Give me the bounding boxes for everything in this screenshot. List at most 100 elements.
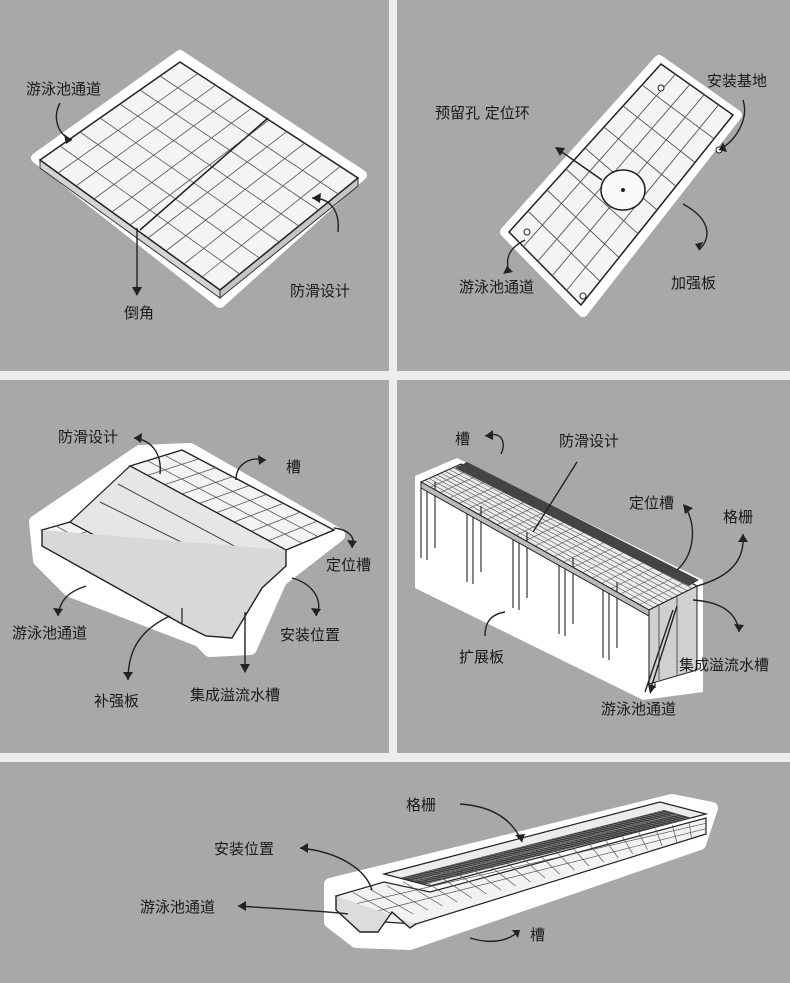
grid-line xyxy=(181,476,233,495)
grid-line xyxy=(183,154,323,265)
grid-line xyxy=(688,821,692,839)
label-anti-slip: 防滑设计 xyxy=(58,428,119,446)
label-locating-groove: 定位槽 xyxy=(326,556,372,574)
grid-line xyxy=(403,881,443,907)
label-overflow-trough: 集成溢流水槽 xyxy=(190,686,281,704)
grid-line xyxy=(641,815,670,824)
grid-line xyxy=(448,865,475,873)
grid-line xyxy=(430,869,458,877)
grid-line xyxy=(461,861,489,869)
grid-line xyxy=(523,846,551,854)
grid-line xyxy=(477,494,521,515)
label-pool-channel: 游泳池通道 xyxy=(459,278,535,296)
grid-line xyxy=(435,868,462,876)
grid-line xyxy=(201,166,341,278)
grid-line xyxy=(655,828,663,847)
grid-line xyxy=(523,73,676,247)
grid-line xyxy=(606,824,635,833)
grid-line xyxy=(537,853,560,875)
grid-line xyxy=(536,842,564,851)
label-mount-base: 安装基地 xyxy=(707,72,768,90)
panel-trough-profile: 防滑设计 槽 定位槽 游泳池通道 安装位置 补强板 集成溢流水槽 xyxy=(0,380,389,753)
grid-line xyxy=(147,458,200,476)
grid-line xyxy=(525,519,570,541)
label-expansion-plate: 扩展板 xyxy=(459,648,505,666)
grid-line xyxy=(553,534,599,557)
grid-line xyxy=(479,857,506,865)
grid-line xyxy=(251,511,301,532)
grid-line xyxy=(487,855,515,863)
label-locating-groove: 定位槽 xyxy=(629,494,675,512)
grid-line xyxy=(603,126,677,187)
trough-profile-illustration xyxy=(29,433,357,681)
label-install-position: 安装位置 xyxy=(214,840,275,858)
grid-line xyxy=(601,560,648,584)
label-anti-slip: 防滑设计 xyxy=(290,282,351,300)
grid-line xyxy=(443,866,471,874)
grid-line xyxy=(147,131,288,239)
grid-line xyxy=(518,847,546,855)
label-pool-channel: 游泳池通道 xyxy=(12,624,88,642)
grid-line xyxy=(492,853,520,862)
grid-line xyxy=(453,870,487,895)
grid-line xyxy=(496,504,540,525)
panel-grating-with-hole: 预留孔 定位环 安装基地 游泳池通道 加强板 xyxy=(397,0,790,371)
grid-line xyxy=(650,813,679,822)
grid-line xyxy=(638,832,648,851)
grid-line xyxy=(562,835,591,844)
panel-flat-grating: 游泳池通道 防滑设计 倒角 xyxy=(0,0,389,371)
grid-line xyxy=(549,839,577,847)
grid-line xyxy=(75,84,216,187)
grid-line xyxy=(546,189,620,258)
grid-line xyxy=(659,810,688,820)
installed-overflow-illustration xyxy=(415,430,748,700)
grid-line xyxy=(527,844,555,853)
grid-line xyxy=(587,842,604,863)
grid-line xyxy=(622,105,696,163)
label-anti-slip: 防滑设计 xyxy=(559,432,620,450)
grid-line xyxy=(567,834,595,843)
grid-line xyxy=(597,826,626,835)
grid-line xyxy=(544,529,589,552)
grid-line xyxy=(503,860,531,883)
panel-installed-overflow: 槽 防滑设计 定位槽 格栅 扩展板 集成溢流水槽 游泳池通道 xyxy=(397,380,790,753)
grid-line xyxy=(496,852,524,861)
grid-line xyxy=(615,822,644,831)
grid-line xyxy=(452,864,480,872)
grid-line xyxy=(527,210,601,282)
grid-line xyxy=(421,872,449,879)
grid-line xyxy=(646,814,675,823)
grid-line xyxy=(628,818,657,828)
grid-line xyxy=(589,829,617,837)
grid-line xyxy=(520,856,546,879)
grid-line xyxy=(147,460,303,544)
grid-line xyxy=(629,575,678,600)
grid-line xyxy=(602,825,630,834)
label-reinforcement: 加强板 xyxy=(671,274,717,292)
grid-line xyxy=(199,485,250,504)
grid-line xyxy=(624,819,653,829)
grating-with-hole-illustration xyxy=(500,55,746,317)
grid-line xyxy=(164,467,216,486)
label-grating: 格栅 xyxy=(723,508,754,526)
label-groove: 槽 xyxy=(286,458,302,476)
grid-line xyxy=(637,816,666,825)
grid-line xyxy=(436,874,473,899)
grid-line xyxy=(514,848,542,856)
panel-assembled-trough: 格栅 安装位置 游泳池通道 槽 xyxy=(0,762,790,983)
grid-line xyxy=(506,509,550,531)
label-reserved-hole: 预留孔 定位环 xyxy=(435,104,530,122)
grid-line xyxy=(386,885,429,911)
grid-line xyxy=(554,849,575,871)
grid-line xyxy=(545,840,573,848)
grid-line xyxy=(458,484,501,504)
grid-line xyxy=(620,570,668,595)
grid-line xyxy=(369,888,414,915)
grid-line xyxy=(470,867,502,891)
grid-line xyxy=(111,108,252,213)
grid-line xyxy=(531,843,560,852)
grid-line xyxy=(672,825,678,843)
grid-line xyxy=(572,545,619,568)
grid-line xyxy=(619,821,648,830)
assembled-trough-illustration xyxy=(237,794,718,950)
